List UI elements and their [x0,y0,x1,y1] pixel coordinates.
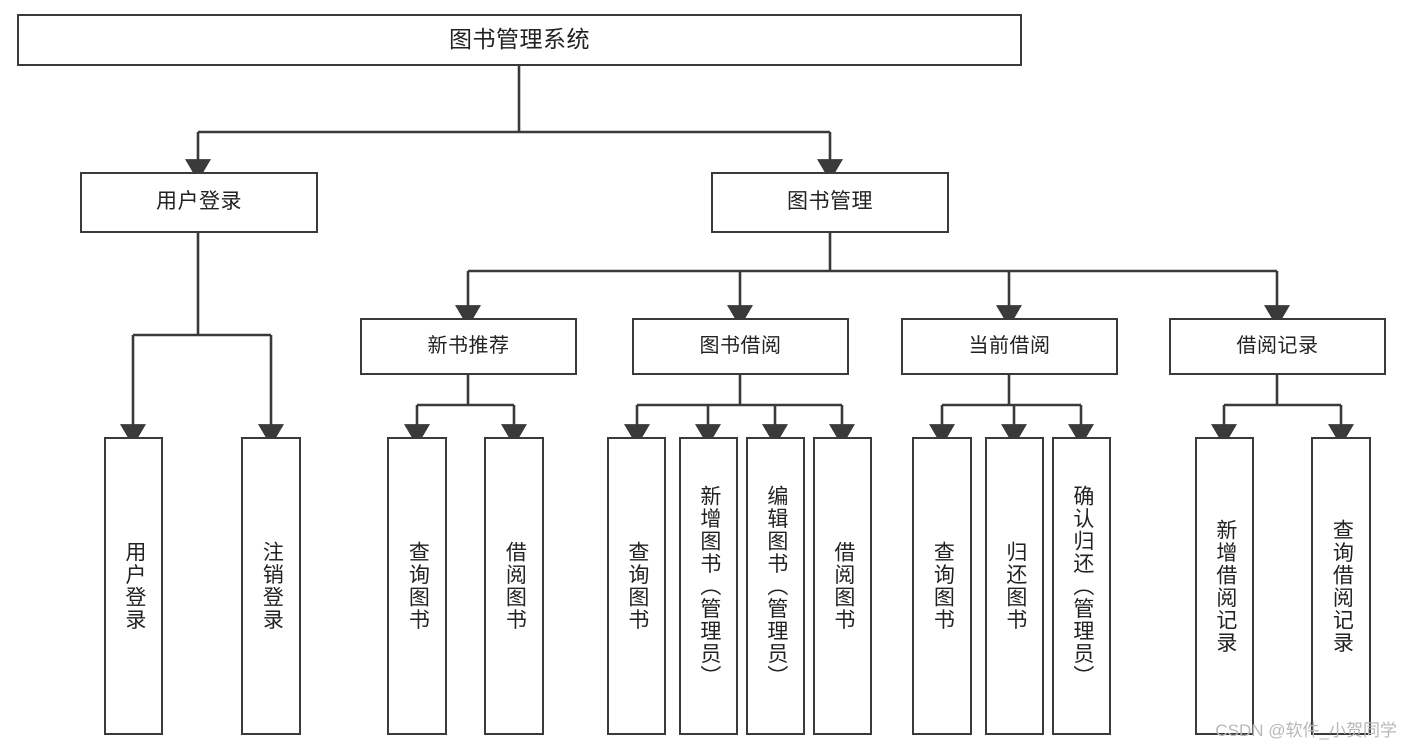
node-current-borrow-label: 当前借阅 [968,334,1051,357]
node-root-label: 图书管理系统 [449,26,590,53]
node-book-management[interactable]: 图书管理 [711,172,949,233]
node-root[interactable]: 图书管理系统 [17,14,1022,66]
leaf-edit-book-admin[interactable]: 编辑图书（管理员） [746,437,805,735]
node-borrow-record-label: 借阅记录 [1236,334,1319,357]
node-new-book-recommend[interactable]: 新书推荐 [360,318,577,375]
leaf-query-book-current[interactable]: 查询图书 [912,437,972,735]
leaf-query-borrow-record[interactable]: 查询借阅记录 [1311,437,1371,735]
leaf-borrow-book-recommend-label: 借阅图书 [503,541,527,631]
leaf-borrow-book[interactable]: 借阅图书 [813,437,872,735]
leaf-user-login-label: 用户登录 [122,541,146,631]
leaf-return-book[interactable]: 归还图书 [985,437,1044,735]
node-new-book-recommend-label: 新书推荐 [427,334,510,357]
leaf-query-book-recommend[interactable]: 查询图书 [387,437,447,735]
leaf-borrow-book-label: 借阅图书 [831,541,855,631]
node-current-borrow[interactable]: 当前借阅 [901,318,1118,375]
leaf-return-book-label: 归还图书 [1003,541,1027,631]
node-book-borrow[interactable]: 图书借阅 [632,318,849,375]
leaf-logout-label: 注销登录 [260,541,284,631]
leaf-borrow-book-recommend[interactable]: 借阅图书 [484,437,544,735]
leaf-query-book-borrow-label: 查询图书 [625,541,649,631]
leaf-query-book-recommend-label: 查询图书 [406,541,430,631]
node-book-borrow-label: 图书借阅 [699,334,782,357]
leaf-query-borrow-record-label: 查询借阅记录 [1330,518,1354,654]
leaf-logout[interactable]: 注销登录 [241,437,301,735]
node-borrow-record[interactable]: 借阅记录 [1169,318,1386,375]
leaf-user-login[interactable]: 用户登录 [104,437,163,735]
leaf-add-book-admin[interactable]: 新增图书（管理员） [679,437,738,735]
node-user-login[interactable]: 用户登录 [80,172,318,233]
leaf-add-book-admin-label: 新增图书（管理员） [697,484,721,688]
leaf-add-borrow-record-label: 新增借阅记录 [1213,518,1237,654]
leaf-edit-book-admin-label: 编辑图书（管理员） [764,484,788,688]
watermark-text: CSDN @软件_小贺同学 [1215,721,1397,740]
leaf-confirm-return-admin[interactable]: 确认归还（管理员） [1052,437,1111,735]
leaf-add-borrow-record[interactable]: 新增借阅记录 [1195,437,1254,735]
node-book-management-label: 图书管理 [787,190,873,214]
leaf-query-book-current-label: 查询图书 [931,541,955,631]
node-user-login-label: 用户登录 [156,190,242,214]
leaf-query-book-borrow[interactable]: 查询图书 [607,437,666,735]
leaf-confirm-return-admin-label: 确认归还（管理员） [1070,484,1094,688]
